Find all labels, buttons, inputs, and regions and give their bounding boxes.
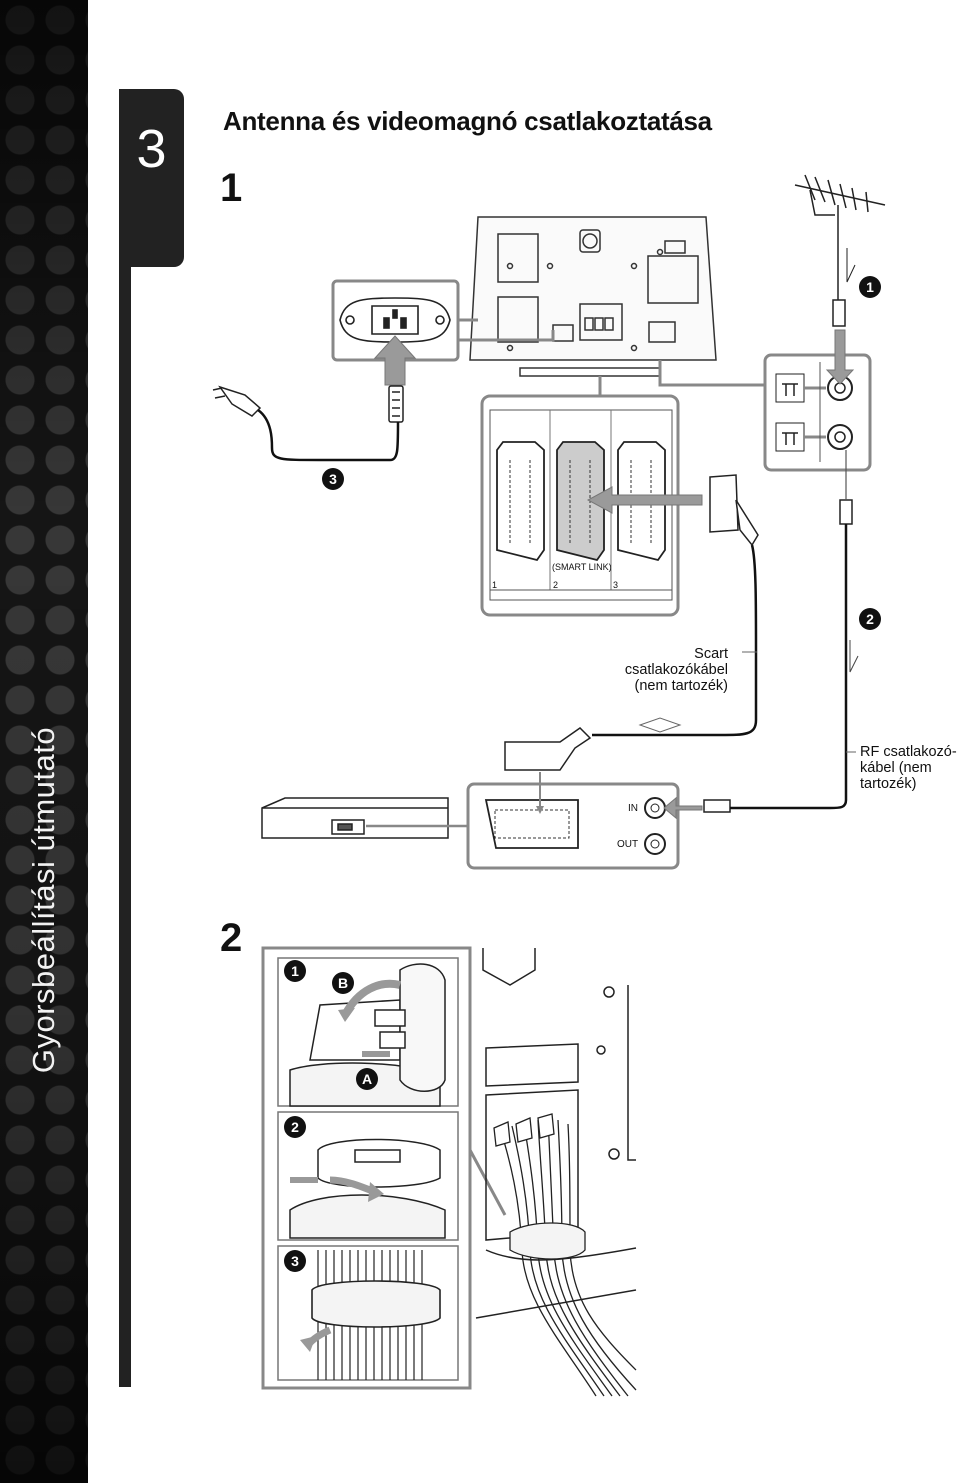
vcr-inset bbox=[466, 782, 680, 870]
scart-plug-icon bbox=[504, 474, 759, 771]
antenna-icon bbox=[794, 174, 886, 327]
cable-bundle-icon bbox=[311, 1250, 441, 1380]
scart-arrow bbox=[586, 486, 703, 514]
scart-cable bbox=[592, 544, 758, 737]
callout-power: 3 bbox=[322, 468, 344, 490]
callout-clip-1: 1 bbox=[284, 960, 306, 982]
rf-inset bbox=[658, 353, 872, 472]
step-1-label: 1 bbox=[220, 166, 243, 210]
step-tab bbox=[119, 89, 184, 267]
vcr-out-label: OUT bbox=[617, 839, 639, 850]
cable-clip-icon bbox=[289, 963, 446, 1107]
smart-link-label: (SMART LINK) bbox=[552, 562, 612, 572]
antenna-arrow bbox=[825, 329, 855, 385]
vcr-icon bbox=[261, 797, 449, 839]
scart-1-label: 1 bbox=[492, 580, 498, 590]
power-plug-icon bbox=[212, 385, 404, 423]
page-title: Antenna és videomagnó csatlakoztatása bbox=[223, 106, 712, 136]
power-arrow bbox=[373, 335, 417, 386]
scart-3-label: 3 bbox=[613, 580, 619, 590]
callout-clip-b: B bbox=[332, 972, 354, 994]
vcr-in-label: IN bbox=[628, 803, 638, 814]
callout-clip-3: 3 bbox=[284, 1250, 306, 1272]
rf-cable-caption: RF csatlakozó-kábel (nem tartozék) bbox=[860, 744, 957, 792]
rf-cable bbox=[730, 524, 848, 810]
cable-clip-2-icon bbox=[289, 1138, 446, 1239]
scart-cable-caption: Scart csatlakozókábel (nem tartozék) bbox=[624, 646, 728, 694]
power-socket-icon bbox=[339, 297, 451, 343]
callout-clip-2: 2 bbox=[284, 1116, 306, 1138]
step-number: 3 bbox=[136, 119, 167, 179]
step-2-label: 2 bbox=[220, 916, 243, 960]
cable-harness bbox=[493, 1113, 637, 1397]
sidebar-shade bbox=[0, 0, 88, 1483]
rf-plug-icon bbox=[703, 499, 853, 813]
callout-clip-a: A bbox=[356, 1068, 378, 1090]
vcr-rf-arrow bbox=[663, 796, 703, 820]
left-rule bbox=[119, 267, 131, 1387]
power-cord bbox=[257, 408, 400, 462]
callout-rf-cable: 2 bbox=[859, 608, 881, 630]
scart-2-label: 2 bbox=[553, 580, 559, 590]
scart-inset bbox=[480, 376, 680, 617]
tv-back-icon bbox=[469, 216, 717, 377]
callout-antenna: 1 bbox=[859, 276, 881, 298]
